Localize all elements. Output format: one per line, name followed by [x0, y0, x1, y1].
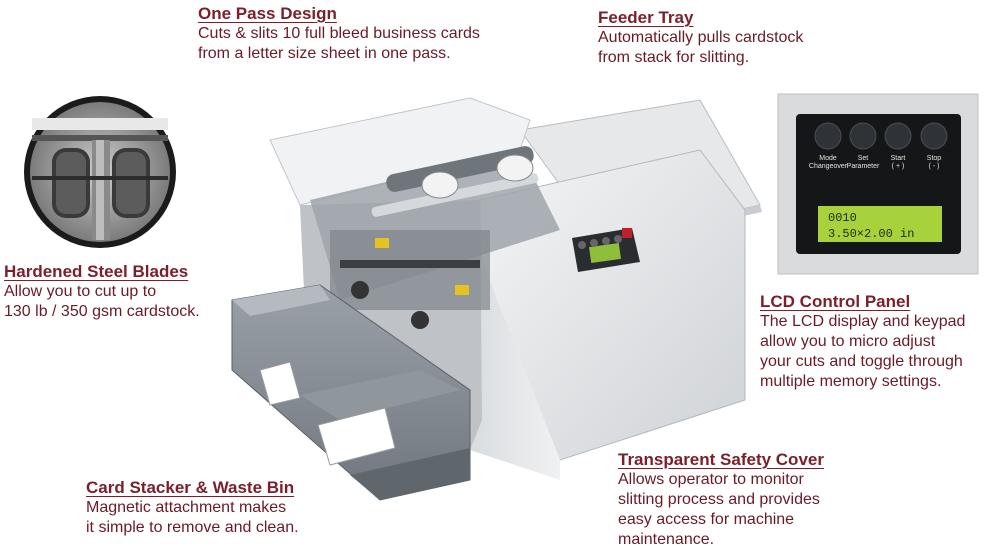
callout-line: your cuts and toggle through — [760, 353, 963, 370]
callout-transparent-safety-cover: Transparent Safety Cover Allows operator… — [618, 450, 824, 550]
button-label-start: Start — [891, 155, 906, 162]
callout-one-pass-design: One Pass Design Cuts & slits 10 full ble… — [198, 4, 480, 64]
callout-line: from a letter size sheet in one pass. — [198, 45, 451, 62]
callout-card-stacker-waste-bin: Card Stacker & Waste Bin Magnetic attach… — [86, 478, 299, 538]
callout-line: 130 lb / 350 gsm cardstock. — [4, 303, 200, 320]
callout-line: slitting process and provides — [618, 491, 820, 508]
callout-title: Feeder Tray — [598, 8, 694, 27]
button-sublabel-stop: ( - ) — [929, 163, 940, 170]
callout-line: multiple memory settings. — [760, 373, 942, 390]
callout-feeder-tray: Feeder Tray Automatically pulls cardstoc… — [598, 8, 803, 68]
callout-body: Magnetic attachment makes it simple to r… — [86, 498, 299, 538]
button-label-stop: Stop — [927, 155, 942, 162]
callout-line: it simple to remove and clean. — [86, 519, 299, 536]
callout-line: Magnetic attachment makes — [86, 499, 287, 516]
button-sublabel-mode: Changeover — [809, 163, 848, 170]
callout-body: Allow you to cut up to 130 lb / 350 gsm … — [4, 282, 200, 322]
lcd-screen: 0010 3.50×2.00 in — [828, 211, 914, 241]
card-stacker — [231, 284, 471, 501]
button-sublabel-set: Parameter — [847, 163, 880, 170]
button-sublabel-start: ( + ) — [892, 163, 905, 170]
callout-body: Allows operator to monitor slitting proc… — [618, 470, 824, 550]
callout-line: Automatically pulls cardstock — [598, 29, 804, 46]
lcd-panel-inset — [777, 93, 979, 275]
callout-body: Cuts & slits 10 full bleed business card… — [198, 24, 480, 64]
callout-line: allow you to micro adjust — [760, 333, 936, 350]
callout-body: Automatically pulls cardstock from stack… — [598, 28, 803, 68]
callout-line: Cuts & slits 10 full bleed business card… — [198, 25, 480, 42]
button-label-set: Set — [858, 155, 869, 162]
button-label-mode: Mode — [819, 155, 837, 162]
callout-lcd-control-panel: LCD Control Panel The LCD display and ke… — [760, 292, 965, 392]
callout-title: Transparent Safety Cover — [618, 450, 824, 469]
callout-title: Hardened Steel Blades — [4, 262, 189, 281]
blades-inset — [24, 96, 176, 248]
callout-title: Card Stacker & Waste Bin — [86, 478, 295, 497]
callout-line: Allows operator to monitor — [618, 471, 804, 488]
callout-hardened-steel-blades: Hardened Steel Blades Allow you to cut u… — [4, 262, 200, 322]
callout-line: Allow you to cut up to — [4, 283, 157, 300]
callout-line: maintenance. — [618, 531, 715, 548]
callout-title: LCD Control Panel — [760, 292, 911, 311]
lcd-line-2: 3.50×2.00 in — [828, 227, 914, 241]
callout-line: from stack for slitting. — [598, 49, 750, 66]
lcd-panel-labels: Mode Changeover Set Parameter Start ( + … — [809, 155, 941, 170]
callout-title: One Pass Design — [198, 4, 337, 23]
machine-body — [269, 97, 746, 480]
callout-line: The LCD display and keypad — [760, 313, 966, 330]
lcd-line-1: 0010 — [828, 211, 857, 225]
callout-line: easy access for machine — [618, 511, 795, 528]
callout-body: The LCD display and keypad allow you to … — [760, 312, 965, 392]
